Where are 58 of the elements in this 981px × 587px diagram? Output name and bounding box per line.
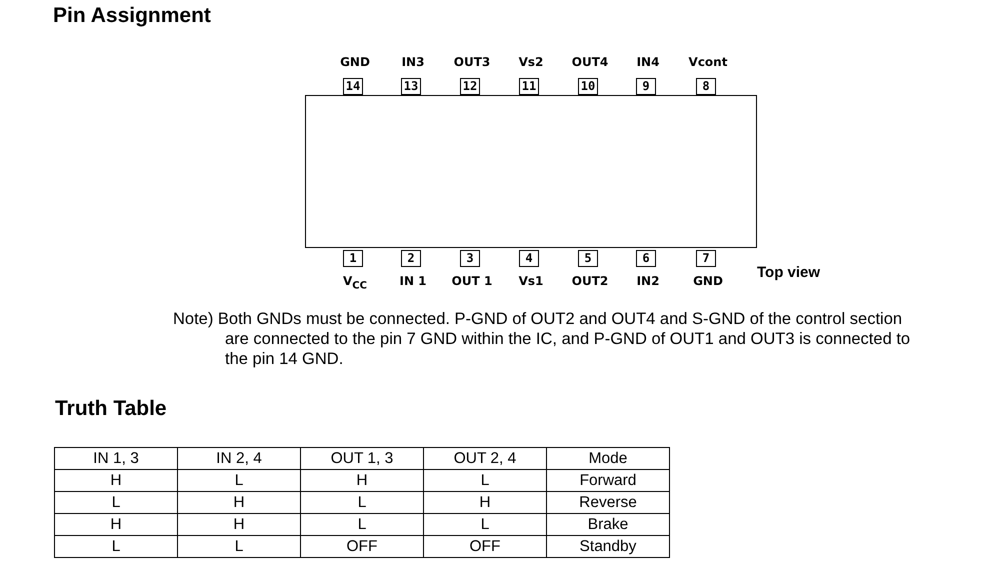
pin-number: 11 — [519, 78, 539, 95]
pin-number: 2 — [401, 250, 421, 267]
pin-number: 6 — [636, 250, 656, 267]
pin-name: OUT4 — [572, 55, 608, 69]
pin-number: 4 — [519, 250, 539, 267]
section-heading: Truth Table — [55, 397, 167, 421]
pin-name: Vs2 — [518, 55, 544, 69]
column-header: IN 1, 3 — [54, 448, 178, 470]
pin-number: 3 — [460, 250, 480, 267]
table-cell: OFF — [424, 536, 546, 558]
table-cell: L — [424, 514, 546, 536]
table-cell: L — [178, 470, 300, 492]
pin-name: Vcont — [688, 55, 728, 69]
pin-name: V$_{CC}$ — [343, 274, 367, 292]
section-heading: Pin Assignment — [53, 4, 211, 28]
pin-number: 9 — [636, 78, 656, 95]
column-header: OUT 1, 3 — [300, 448, 424, 470]
table-cell: L — [54, 536, 178, 558]
pin-number: 12 — [460, 78, 480, 95]
pin-name: OUT2 — [572, 274, 608, 288]
pin-name: IN 1 — [399, 274, 427, 288]
table-cell: H — [178, 492, 300, 514]
chip-package-body — [305, 95, 757, 248]
pin-number: 10 — [578, 78, 598, 95]
pin-number: 1 — [343, 250, 363, 267]
table-cell: L — [54, 492, 178, 514]
table-cell: Reverse — [546, 492, 670, 514]
table-cell: Brake — [546, 514, 670, 536]
table-cell: L — [178, 536, 300, 558]
pin-number: 8 — [696, 78, 716, 95]
table-cell: L — [300, 492, 424, 514]
note-text: Note) Both GNDs must be connected. P-GND of OUT2 and OUT4 and S-GND of the control section are connected to the pin 7 GND within the IC, and P-GND of OUT1 and OUT3 is connected to the pin 14 GND. — [173, 309, 912, 369]
table-cell: L — [300, 514, 424, 536]
column-header: OUT 2, 4 — [424, 448, 546, 470]
table-cell: OFF — [300, 536, 424, 558]
table-cell: H — [424, 492, 546, 514]
table-cell: H — [54, 514, 178, 536]
table-cell: Forward — [546, 470, 670, 492]
pin-number: 13 — [401, 78, 421, 95]
table-cell: L — [424, 470, 546, 492]
pin-name: IN2 — [636, 274, 660, 288]
pin-name: IN3 — [402, 55, 424, 69]
view-label: Top view — [757, 264, 820, 281]
pin-name: GND — [693, 274, 723, 288]
pin-name: OUT 1 — [452, 274, 492, 288]
table-cell: H — [178, 514, 300, 536]
column-header: IN 2, 4 — [178, 448, 300, 470]
pin-name: Vs1 — [518, 274, 544, 288]
pin-number: 5 — [578, 250, 598, 267]
column-header: Mode — [546, 448, 670, 470]
pin-name: GND — [340, 55, 370, 69]
table-cell: H — [54, 470, 178, 492]
pin-number: 14 — [343, 78, 363, 95]
table-cell: H — [300, 470, 424, 492]
table-cell: Standby — [546, 536, 670, 558]
pin-name: OUT3 — [454, 55, 490, 69]
pin-name: IN4 — [636, 55, 660, 69]
pin-number: 7 — [696, 250, 716, 267]
